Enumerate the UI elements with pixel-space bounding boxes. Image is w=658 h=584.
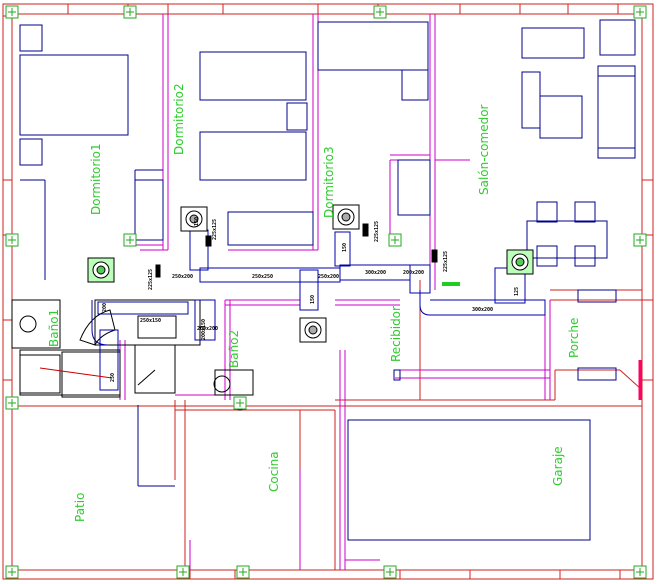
bed-dormitorio2-b xyxy=(199,131,307,181)
duct-label: 250 xyxy=(110,373,116,382)
grid-marker-icon xyxy=(236,565,250,579)
grid-marker-icon xyxy=(388,233,402,247)
grid-marker-icon xyxy=(123,233,137,247)
duct-label: 300x200 xyxy=(472,307,493,313)
duct-label: 200x200 xyxy=(403,270,424,276)
duct-label: 150 xyxy=(342,243,348,252)
duct-label: 225x125 xyxy=(212,219,218,240)
room-label-patio: Patio xyxy=(73,493,87,522)
room-label-salon: Salón-comedor xyxy=(477,104,491,195)
room-label-dormitorio3: Dormitorio3 xyxy=(322,146,336,218)
room-label-dormitorio2: Dormitorio2 xyxy=(172,83,186,155)
bed-dormitorio2-a xyxy=(199,51,307,101)
duct-label: 250x150 xyxy=(140,318,161,324)
room-label-porche: Porche xyxy=(567,318,581,358)
room-label-bano1: Baño1 xyxy=(47,309,61,347)
duct-label: 125 xyxy=(514,287,520,296)
air-diffuser-icon xyxy=(299,317,327,343)
grid-marker-icon xyxy=(373,5,387,19)
duct-label: 225x125 xyxy=(443,251,449,272)
duct-label: 250x200 xyxy=(318,274,339,280)
room-label-cocina: Cocina xyxy=(267,451,281,492)
duct-labels: 225x125 225x125 225x125 225x125 250x200 … xyxy=(102,217,520,382)
coffee-table xyxy=(539,95,583,139)
diffusers xyxy=(39,204,534,379)
fan-unit-icon xyxy=(506,249,534,275)
grid-marker-icon xyxy=(233,396,247,410)
fixtures xyxy=(11,299,254,411)
grid-markers xyxy=(5,5,647,579)
grid-marker-icon xyxy=(176,565,190,579)
room-label-recibidor: Recibidor xyxy=(389,306,403,362)
dining-table xyxy=(526,220,608,259)
duct-label: 250x200 xyxy=(172,274,193,280)
duct-label: 300x200 xyxy=(365,270,386,276)
room-label-dormitorio1: Dormitorio1 xyxy=(89,143,103,215)
furniture xyxy=(19,19,636,541)
air-diffuser-icon xyxy=(332,204,360,230)
toilet-icon xyxy=(19,315,37,333)
sofa-a xyxy=(521,27,585,59)
sink-icon xyxy=(213,375,231,393)
room-labels: Dormitorio1 Dormitorio2 Dormitorio3 Saló… xyxy=(47,83,581,522)
duct-label: 150 xyxy=(194,217,200,226)
grid-marker-icon xyxy=(5,396,19,410)
room-label-bano2: Baño2 xyxy=(227,330,241,368)
grid-marker-icon xyxy=(5,565,19,579)
bed-dormitorio1 xyxy=(19,54,129,136)
duct-label: 200x200 xyxy=(197,326,218,332)
air-diffuser-icon xyxy=(180,206,208,232)
grid-marker-icon xyxy=(383,565,397,579)
duct-label: 225x125 xyxy=(148,269,154,290)
grid-marker-icon xyxy=(5,233,19,247)
grid-marker-icon xyxy=(633,233,647,247)
outer-walls xyxy=(2,3,654,580)
duct-label: 200 xyxy=(102,303,108,312)
duct-label: 150 xyxy=(310,295,316,304)
fan-unit-icon xyxy=(87,257,115,283)
duct-label: 200x150 xyxy=(201,319,207,340)
duct-label: 250x250 xyxy=(252,274,273,280)
grid-marker-icon xyxy=(123,5,137,19)
duct-label: 225x125 xyxy=(374,221,380,242)
grid-marker-icon xyxy=(633,565,647,579)
room-label-garaje: Garaje xyxy=(551,446,565,486)
grid-marker-icon xyxy=(5,5,19,19)
grid-marker-icon xyxy=(633,5,647,19)
